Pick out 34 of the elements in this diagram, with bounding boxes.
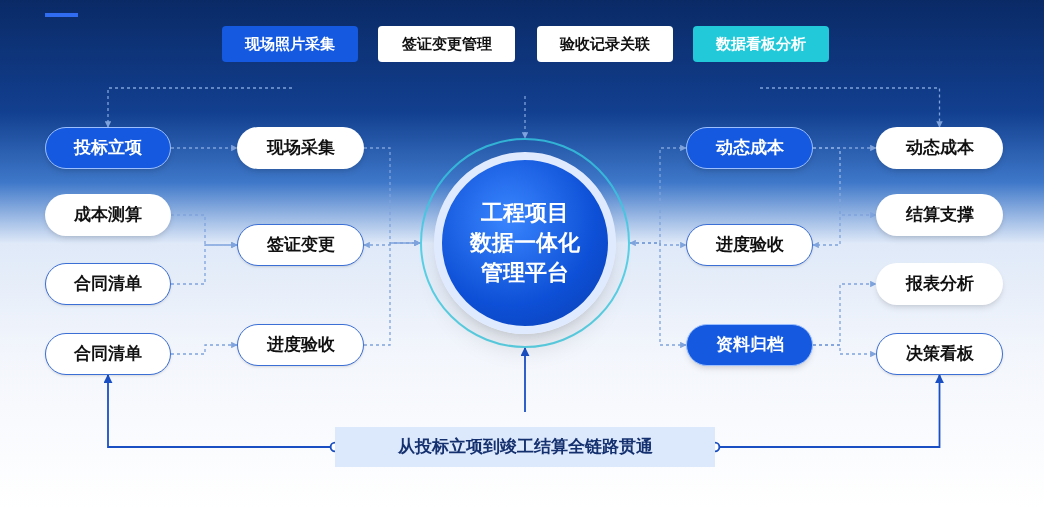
module-pill: 合同清单 (45, 333, 171, 375)
dashed-arrow (812, 344, 877, 358)
module-pill: 合同清单 (45, 263, 171, 305)
dashed-arrow (170, 341, 238, 355)
dashed-arrow (521, 95, 529, 139)
dashed-arrow (104, 87, 293, 128)
dashed-arrow (629, 239, 687, 249)
tag-label: 签证变更管理 (378, 26, 515, 62)
dashed-arrow (363, 239, 421, 346)
dashed-arrow (812, 147, 841, 249)
dashed-arrow (170, 144, 238, 152)
platform-title: 工程项目 (481, 199, 569, 228)
arrow (520, 347, 530, 413)
module-pill: 报表分析 (876, 263, 1003, 305)
module-pill: 进度验收 (686, 224, 813, 266)
dashed-arrow (170, 241, 238, 285)
module-pill: 现场采集 (237, 127, 364, 169)
module-pill: 进度验收 (237, 324, 364, 366)
tag-label: 数据看板分析 (693, 26, 829, 62)
module-pill: 投标立项 (45, 127, 171, 169)
tag-label: 验收记录关联 (537, 26, 673, 62)
module-pill: 动态成本 (876, 127, 1003, 169)
module-pill: 结算支撑 (876, 194, 1003, 236)
platform-title: 数据一体化 (470, 229, 580, 258)
module-pill: 签证变更 (237, 224, 364, 266)
tag-label: 现场照片采集 (222, 26, 358, 62)
platform-title: 管理平台 (481, 258, 569, 287)
module-pill: 决策看板 (876, 333, 1003, 375)
module-pill: 资料归档 (686, 324, 813, 366)
module-pill: 成本测算 (45, 194, 171, 236)
module-pill: 动态成本 (686, 127, 813, 169)
dashed-arrow (759, 87, 943, 128)
summary-band: 从投标立项到竣工结算全链路贯通 (335, 427, 715, 467)
dashed-arrow (629, 242, 687, 349)
